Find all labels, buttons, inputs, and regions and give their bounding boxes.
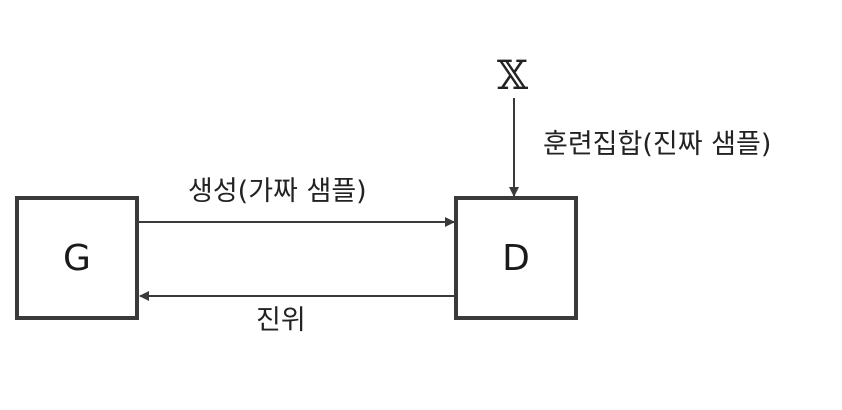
generator-label: G — [63, 237, 91, 279]
discriminator-box: D — [454, 196, 578, 320]
generator-box: G — [15, 196, 139, 320]
training-set-label: 훈련집합(진짜 샘플) — [543, 129, 772, 160]
truth-label: 진위 — [256, 305, 306, 336]
generate-label: 생성(가짜 샘플) — [188, 176, 367, 207]
discriminator-label: D — [502, 237, 530, 279]
input-symbol: 𝕏 — [497, 53, 529, 99]
